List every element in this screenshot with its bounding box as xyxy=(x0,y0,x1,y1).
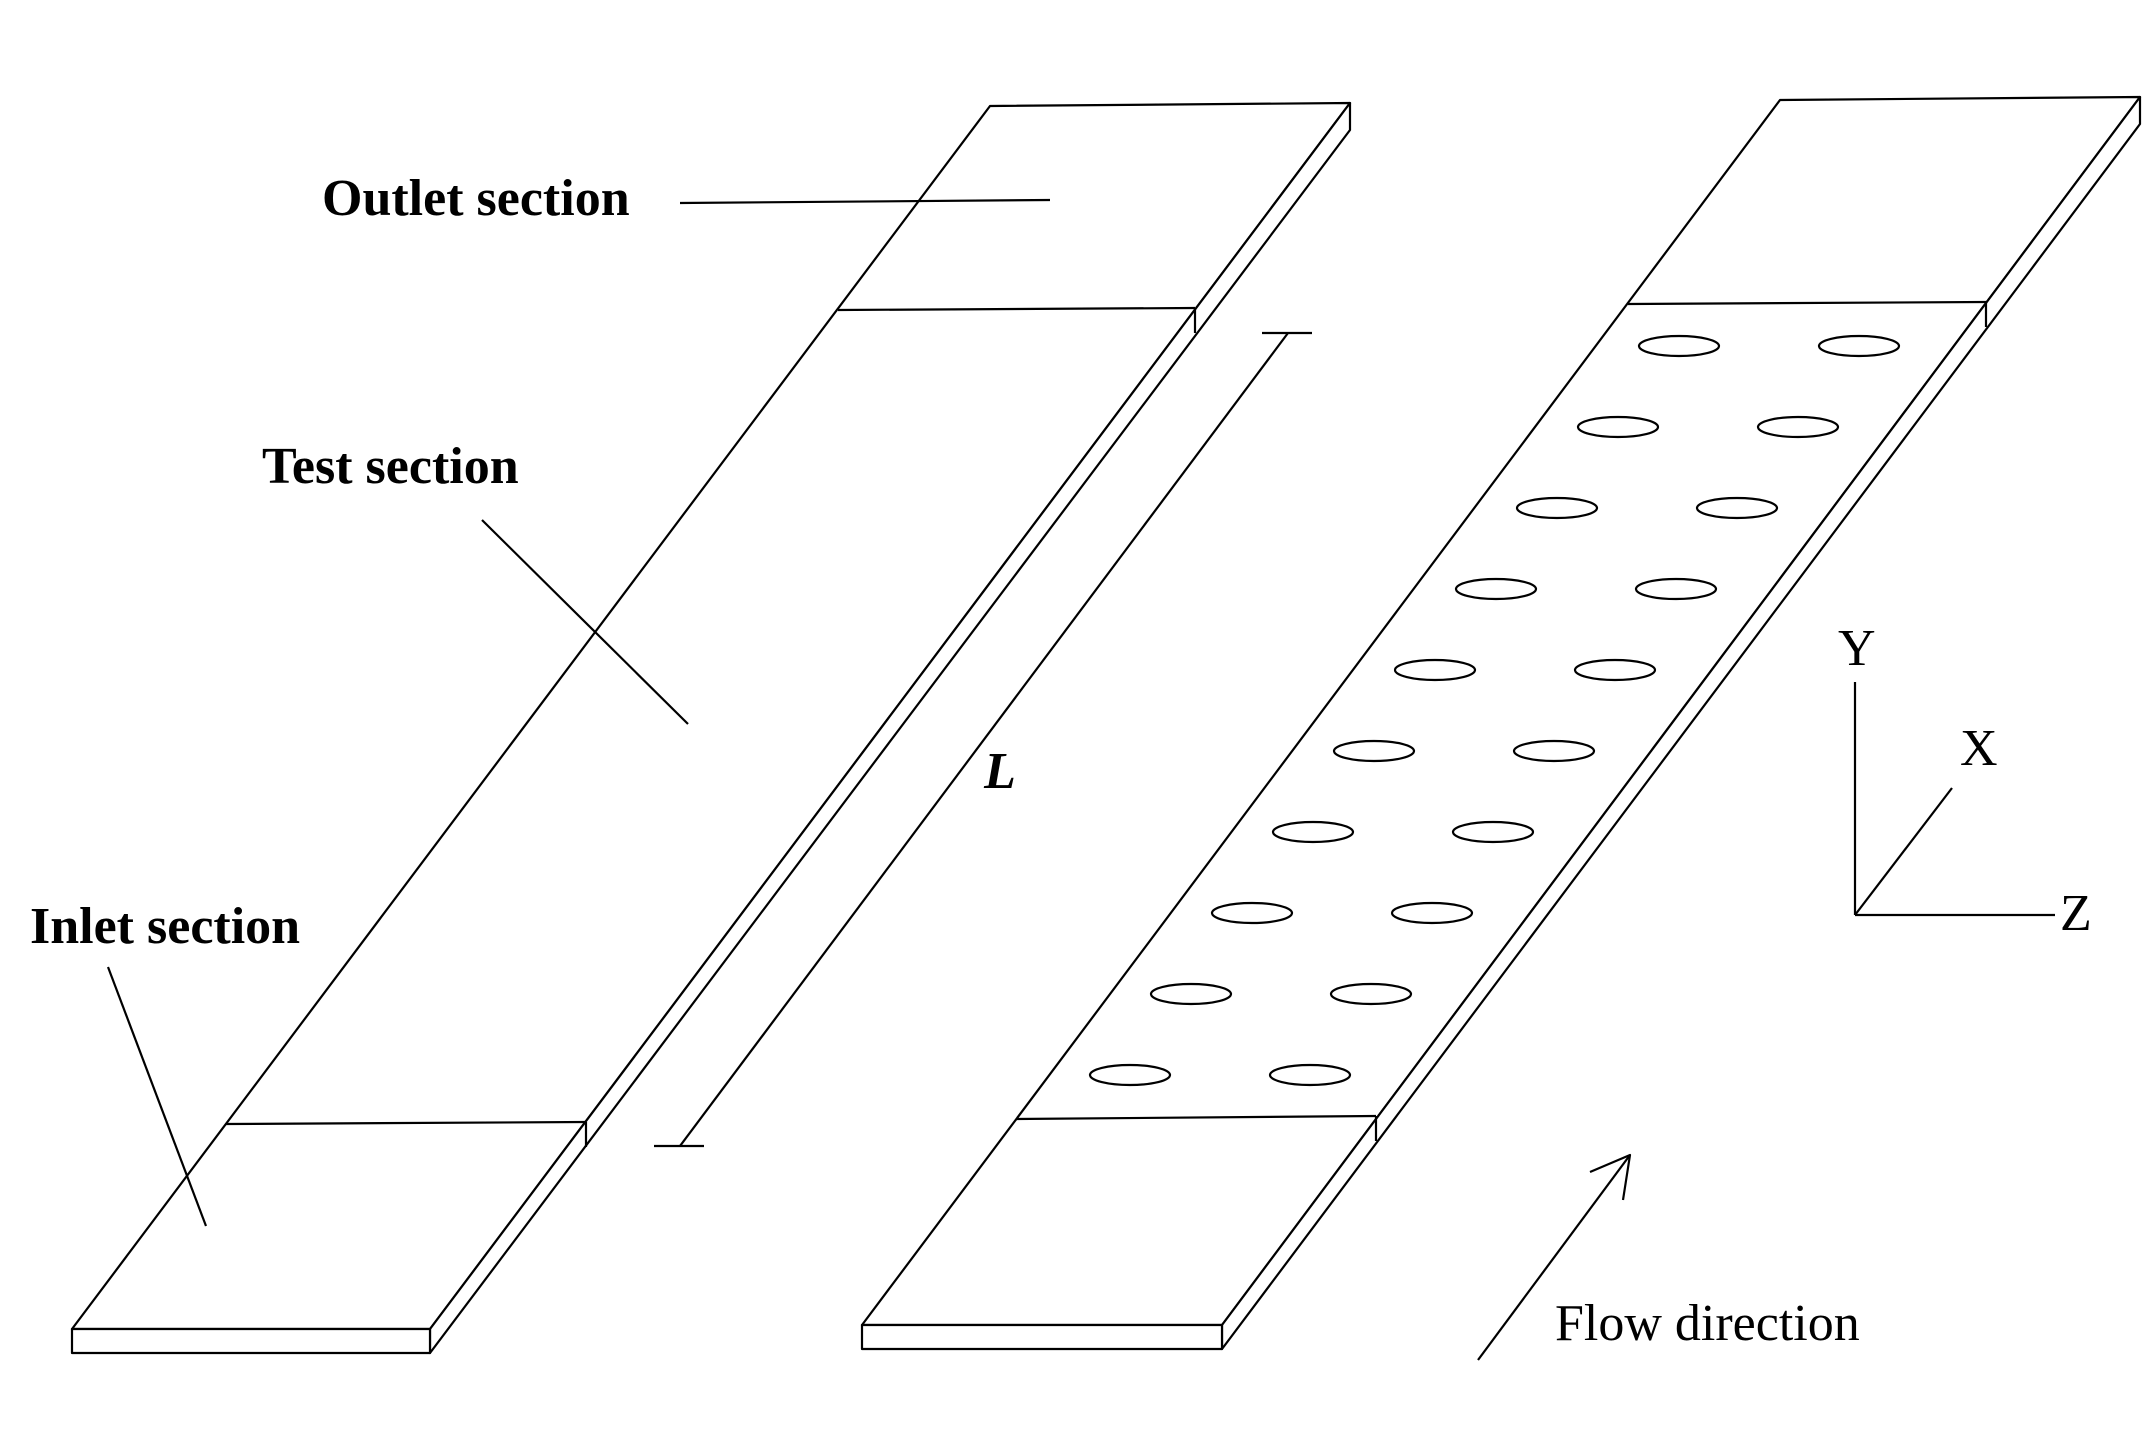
dimpled-channel-front-face xyxy=(860,1323,1224,1351)
dimple xyxy=(1515,496,1599,520)
outlet-section-label: Outlet section xyxy=(322,170,630,227)
test-leader-line xyxy=(481,519,689,725)
plain-outlet-boundary xyxy=(837,306,1196,312)
z-axis-label: Z xyxy=(2060,885,2092,942)
flow-direction-label: Flow direction xyxy=(1555,1295,1860,1352)
dimple xyxy=(1576,415,1660,439)
x-axis xyxy=(1854,787,1953,916)
dimple xyxy=(1454,577,1538,601)
inlet-section-label: Inlet section xyxy=(30,898,300,955)
dimple xyxy=(1329,982,1413,1006)
flow-arrow-head xyxy=(1589,1153,1632,1201)
dimple xyxy=(1393,658,1477,682)
flow-direction: Flow direction xyxy=(1477,1153,1860,1361)
flow-arrow-shaft xyxy=(1477,1154,1631,1361)
dimple xyxy=(1512,739,1596,763)
length-label: L xyxy=(983,743,1016,800)
y-axis-label: Y xyxy=(1838,620,1876,677)
length-dimension-line xyxy=(679,332,1289,1147)
dimple xyxy=(1390,901,1474,925)
plain-channel xyxy=(70,101,1352,1355)
plain-inlet-boundary xyxy=(225,1120,587,1126)
dimple-array xyxy=(1088,334,1901,1087)
test-section-label: Test section xyxy=(262,438,519,495)
dimple xyxy=(1573,658,1657,682)
dimpled-channel xyxy=(860,95,2142,1351)
dimple xyxy=(1332,739,1416,763)
dimple xyxy=(1210,901,1294,925)
coordinate-axes: Y X Z xyxy=(1838,620,2092,942)
dimple xyxy=(1149,982,1233,1006)
plain-channel-front-face xyxy=(70,1327,432,1355)
inlet-leader-line xyxy=(106,966,208,1227)
dimpled-outlet-boundary xyxy=(1627,300,1987,306)
dimple xyxy=(1637,334,1721,358)
dimple xyxy=(1271,820,1355,844)
section-labels: Outlet section Test section Inlet sectio… xyxy=(30,170,1051,1227)
x-axis-label: X xyxy=(1960,720,1998,777)
dimple xyxy=(1451,820,1535,844)
dimple xyxy=(1695,496,1779,520)
dimple xyxy=(1634,577,1718,601)
length-dimension: L xyxy=(654,331,1312,1148)
dimple xyxy=(1756,415,1840,439)
outlet-leader-line xyxy=(679,198,1051,205)
dimple xyxy=(1268,1063,1352,1087)
dimple xyxy=(1088,1063,1172,1087)
dimpled-inlet-boundary xyxy=(1015,1114,1377,1121)
dimple xyxy=(1817,334,1901,358)
